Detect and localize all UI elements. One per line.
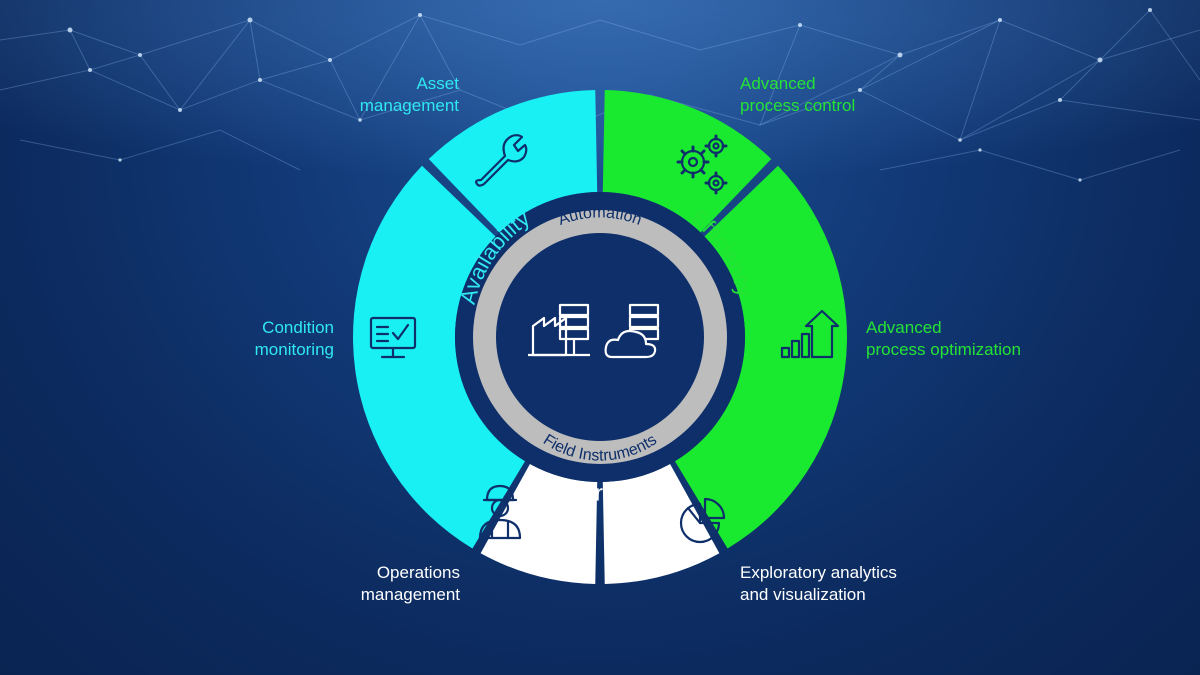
label-operations-management: Operations management [360,563,460,604]
outer-ring [352,90,848,584]
inner-core [496,233,704,441]
growth-chart-icon [780,309,840,359]
label-condition-monitoring: Condition monitoring [254,318,334,359]
segment-advanced-process-control [602,90,772,233]
segment-operations-management [480,463,598,584]
cloud-server-icon [604,303,660,359]
label-advanced-process-control: Advanced process control [740,74,856,115]
factory-server-icon [528,303,590,357]
monitor-check-icon [369,316,417,359]
label-advanced-process-optimization: Advanced process optimization [866,318,1021,359]
gears-icon [676,134,728,195]
worker-icon [478,484,522,540]
label-asset-management: Asset management [359,74,459,115]
label-exploratory-analytics: Exploratory analytics and visualization [740,563,897,604]
segment-advanced-process-optimization [674,165,848,549]
segment-exploratory-analytics [602,463,720,584]
segment-condition-monitoring [352,165,526,549]
pie-chart-icon [679,497,726,544]
wrench-icon [474,134,528,187]
